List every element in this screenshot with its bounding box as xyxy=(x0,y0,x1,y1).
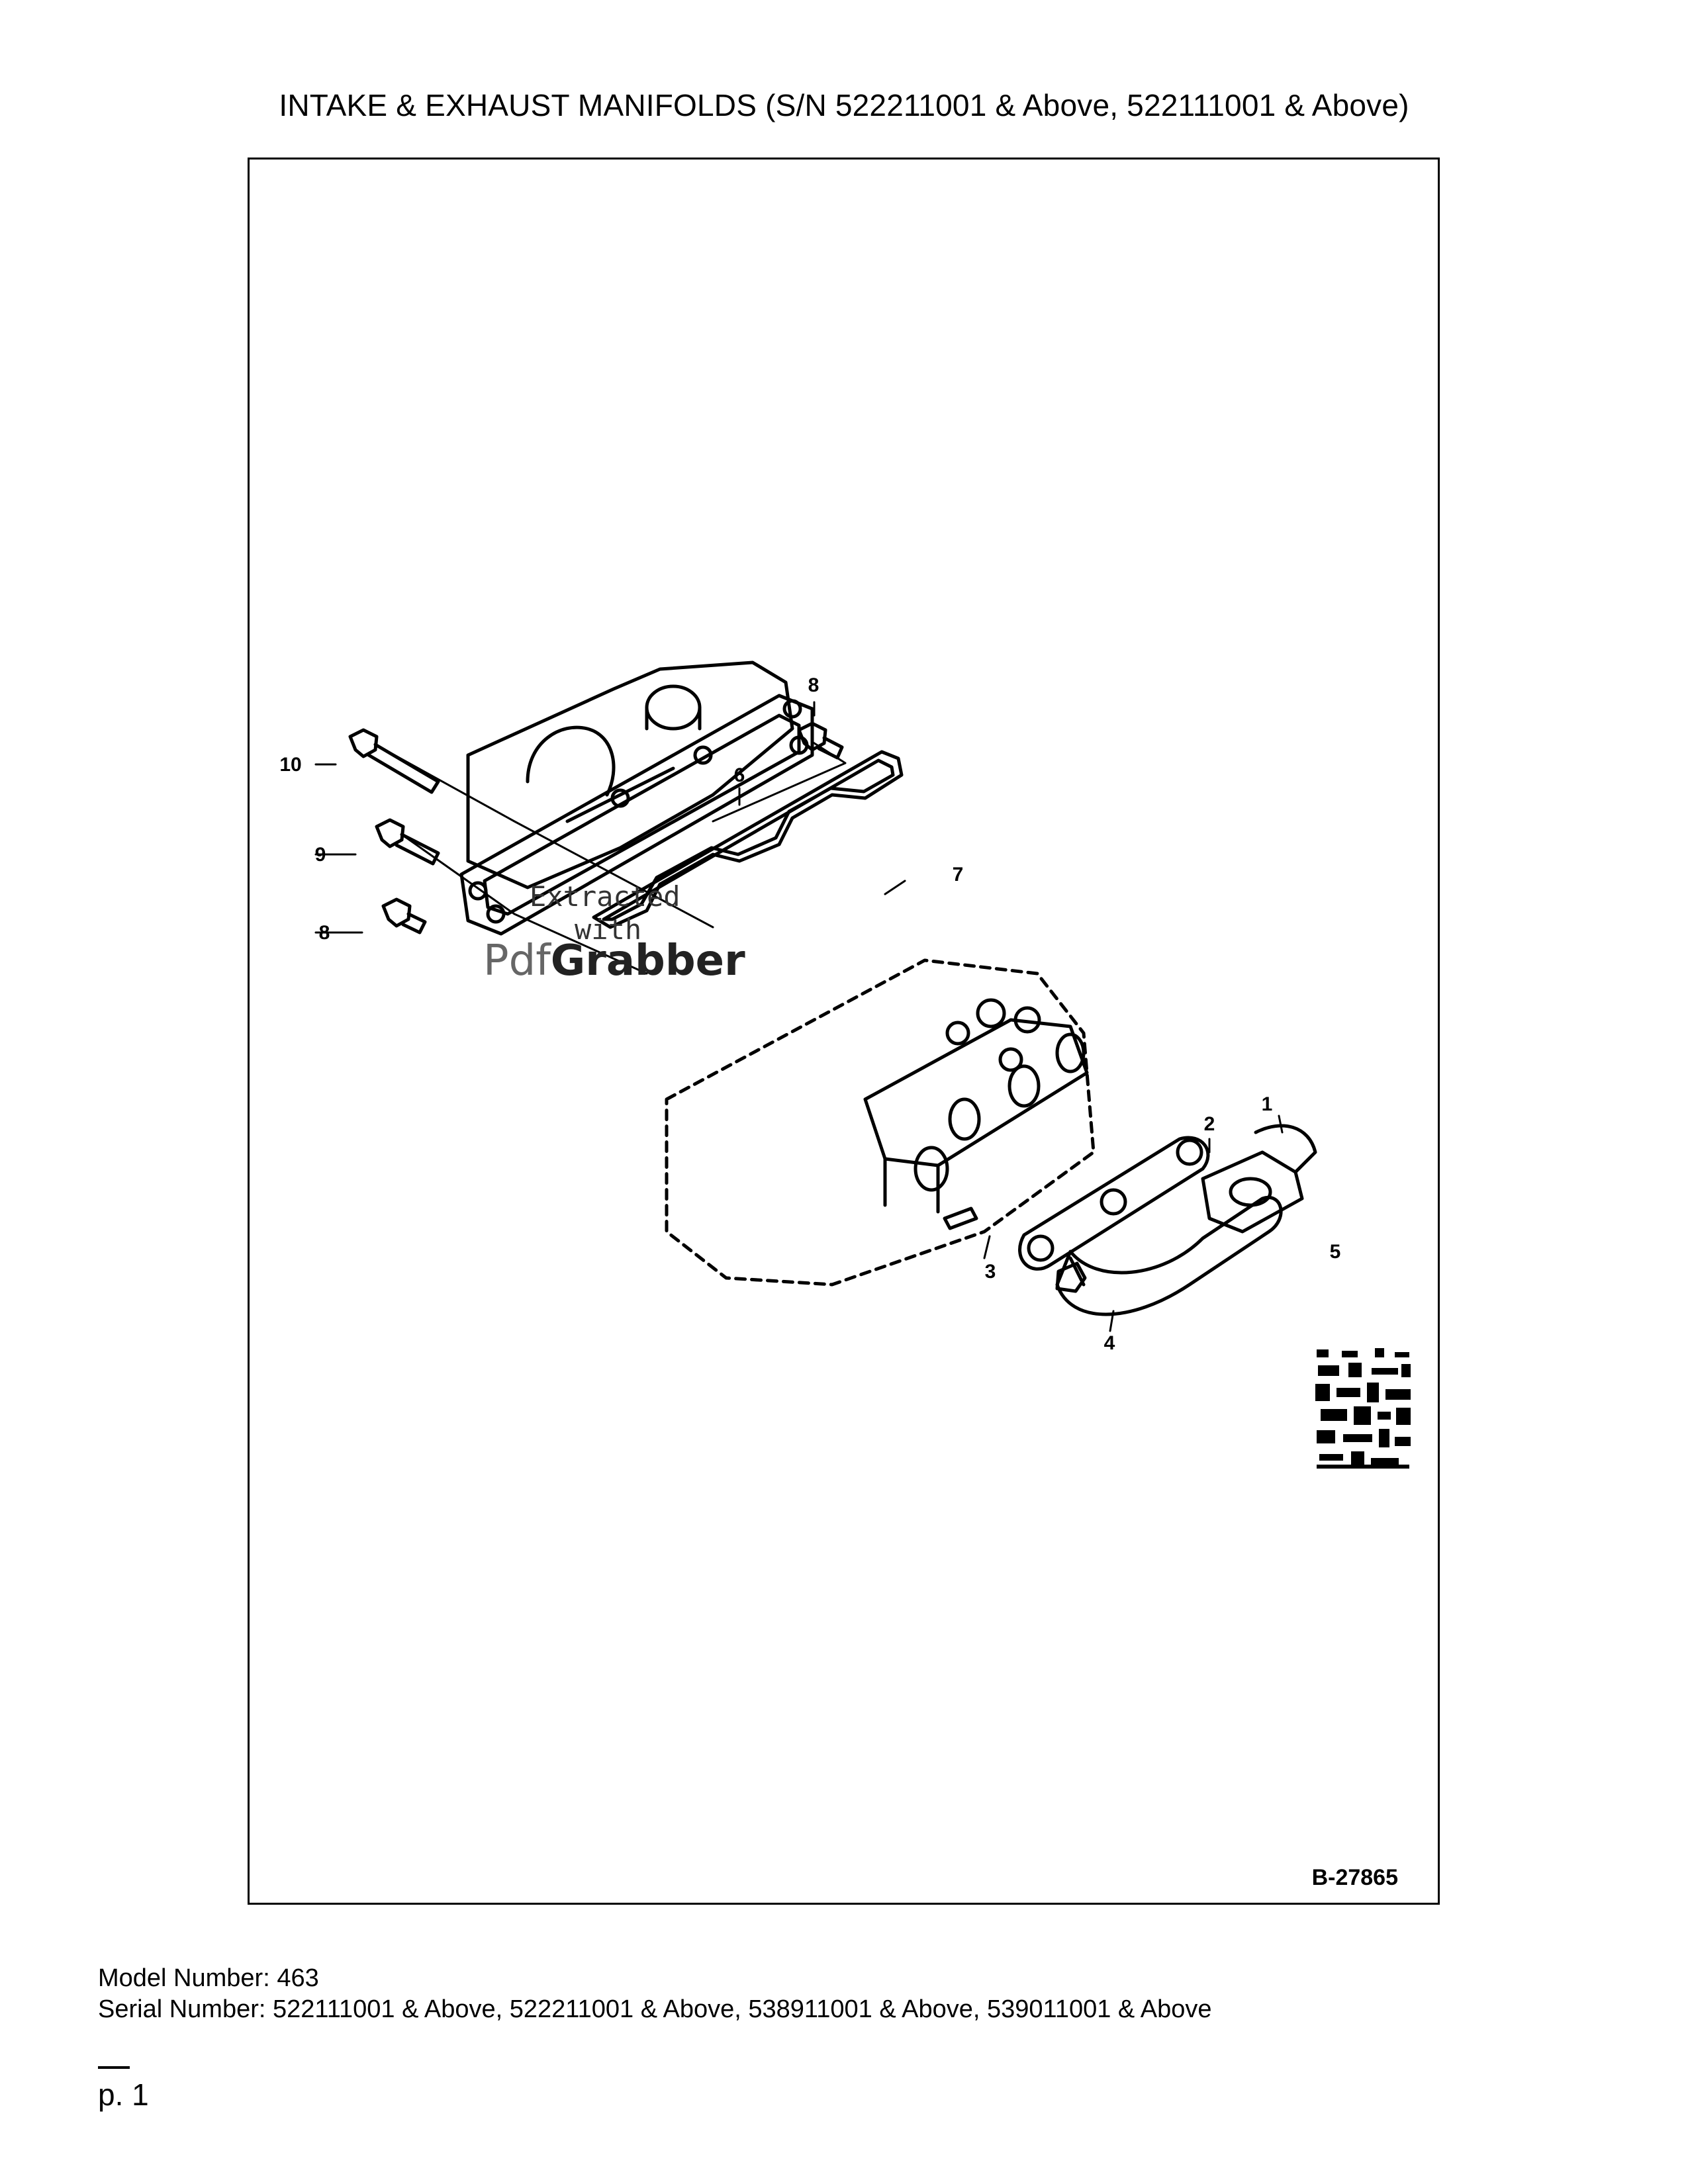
exhaust-gasket xyxy=(1018,1136,1210,1271)
engine-cylinder-head xyxy=(665,958,1096,1287)
nut xyxy=(1055,1261,1087,1293)
serial-number: Serial Number: 522111001 & Above, 522211… xyxy=(98,1995,1212,2023)
page-number: p. 1 xyxy=(98,2077,149,2112)
callout-4: 4 xyxy=(1104,1332,1115,1354)
watermark-brand-b: Grabber xyxy=(550,936,745,985)
callout-1: 1 xyxy=(1262,1093,1273,1115)
callout-9: 9 xyxy=(315,844,326,866)
bolt-9 xyxy=(375,818,440,866)
callout-3: 3 xyxy=(985,1261,996,1283)
callout-6: 6 xyxy=(734,764,745,786)
callout-5: 5 xyxy=(1330,1241,1341,1263)
watermark-line-2: with xyxy=(575,913,642,946)
parts-diagram-frame: 1 2 3 4 5 6 7 8 8 9 10 B-27865 xyxy=(248,158,1440,1905)
page-divider xyxy=(98,2066,130,2069)
decal-item-5 xyxy=(1314,1344,1413,1474)
callout-8-left: 8 xyxy=(319,922,330,944)
exploded-parts-diagram: 1 2 3 4 5 6 7 8 8 9 10 xyxy=(279,660,1413,1474)
watermark-line-1: Extracted xyxy=(530,880,680,913)
page-title: INTAKE & EXHAUST MANIFOLDS (S/N 52221100… xyxy=(279,88,1409,122)
callout-2: 2 xyxy=(1204,1113,1215,1135)
intake-gasket xyxy=(592,750,904,929)
callout-10: 10 xyxy=(279,754,301,776)
watermark-brand-a: Pdf xyxy=(483,936,551,985)
bolt-10 xyxy=(348,728,440,794)
drawing-id: B-27865 xyxy=(1311,1865,1398,1890)
manifold-flange xyxy=(459,694,814,936)
bolt-8-left xyxy=(381,897,427,934)
callout-8-top: 8 xyxy=(808,674,820,696)
stud xyxy=(943,1206,978,1230)
model-number: Model Number: 463 xyxy=(98,1964,319,1992)
intake-manifold xyxy=(466,660,794,889)
exhaust-manifold xyxy=(1055,1124,1317,1316)
callout-7: 7 xyxy=(953,864,964,886)
watermark-brand: PdfGrabber xyxy=(483,936,745,985)
